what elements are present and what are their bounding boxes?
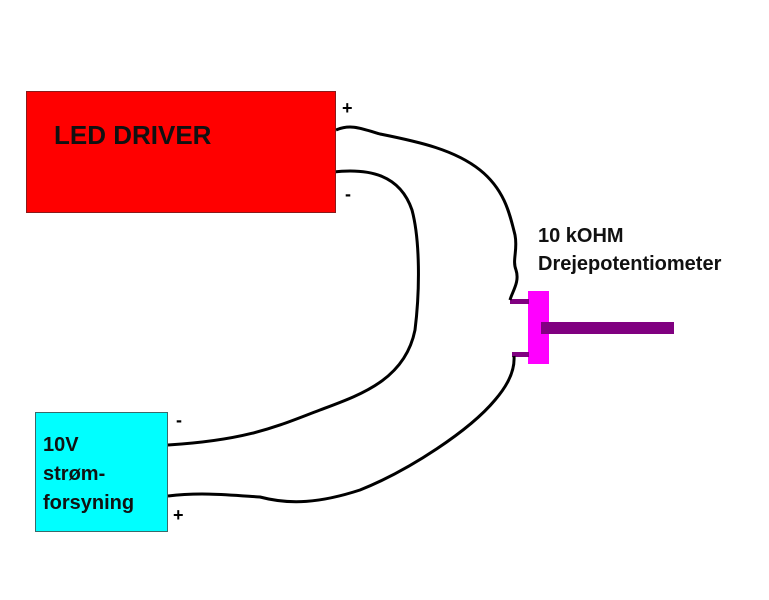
wire-led-minus-to-psu-minus	[167, 169, 420, 447]
psu-plus-sign: +	[173, 505, 184, 525]
potentiometer-pin-bottom	[512, 352, 529, 357]
potentiometer-pin-top	[510, 299, 529, 304]
led-driver-box: LED DRIVER	[26, 91, 336, 213]
pot-label-line2: Drejepotentiometer	[538, 253, 722, 275]
potentiometer-label: 10 kOHM Drejepotentiometer	[538, 222, 721, 278]
pot-label-line1: 10 kOHM	[538, 225, 624, 247]
psu-minus-sign: -	[176, 410, 182, 430]
psu-label-line2: strøm-	[43, 463, 106, 485]
wire-psu-plus-to-pot	[167, 355, 516, 504]
led-driver-minus-sign: -	[345, 184, 351, 204]
psu-label-line1: 10V	[43, 434, 79, 456]
led-driver-plus-sign: +	[342, 98, 353, 118]
led-driver-label: LED DRIVER	[54, 120, 212, 150]
potentiometer-shaft[interactable]	[541, 322, 674, 334]
potentiometer-body	[528, 291, 549, 364]
power-supply-box: 10V strøm- forsyning	[35, 412, 168, 532]
wire-led-plus-to-pot	[335, 125, 519, 301]
psu-label-line3: forsyning	[43, 492, 135, 514]
